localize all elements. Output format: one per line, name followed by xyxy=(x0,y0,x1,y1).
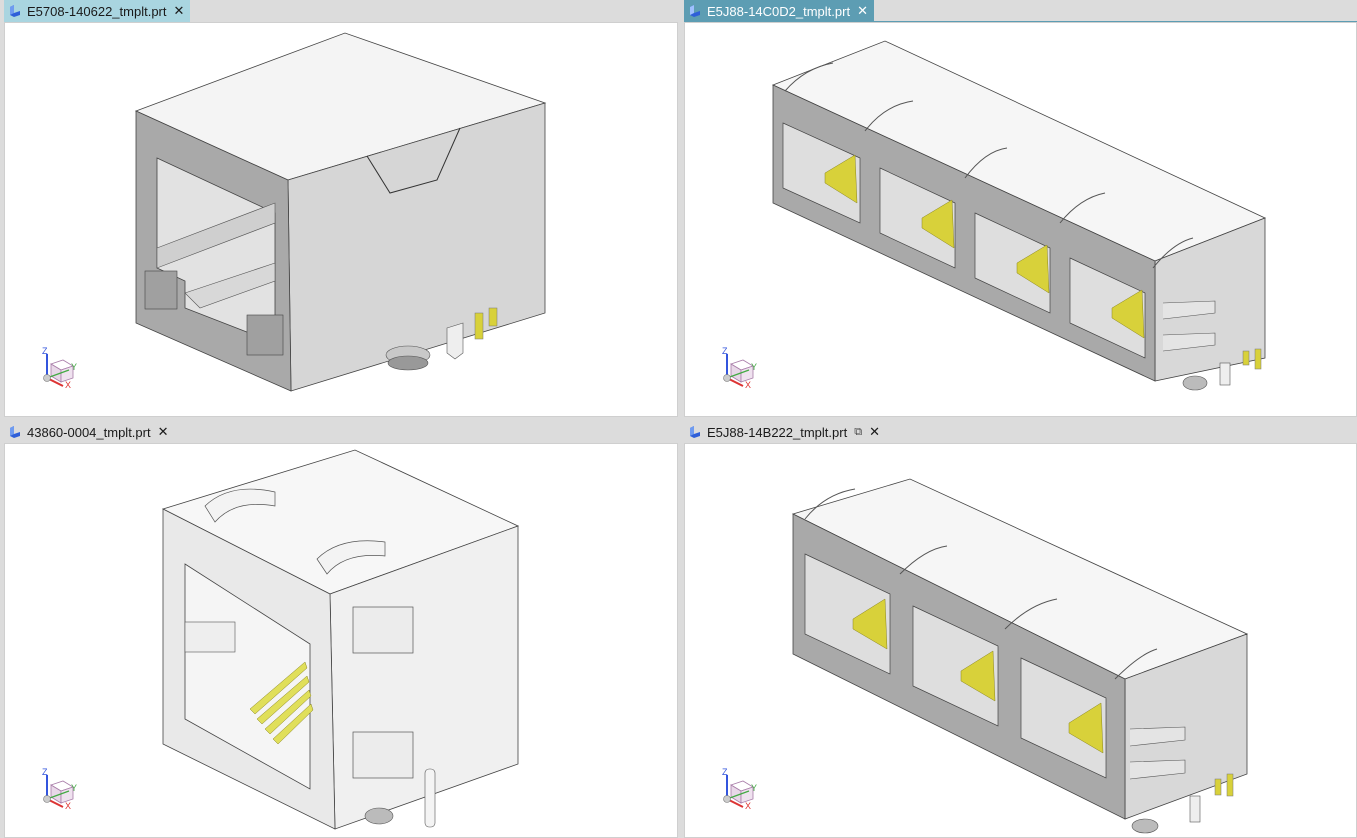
model-rj45-white[interactable] xyxy=(5,444,678,838)
svg-text:Z: Z xyxy=(42,767,48,777)
3d-viewport[interactable]: Z Y X xyxy=(684,443,1357,838)
3d-viewport[interactable]: Z Y X xyxy=(4,443,678,838)
svg-text:Y: Y xyxy=(751,362,757,372)
3d-viewport[interactable]: Z Y X xyxy=(4,22,678,417)
tab-title: 43860-0004_tmplt.prt xyxy=(27,424,151,440)
tab-e5j88-14c0d2[interactable]: E5J88-14C0D2_tmplt.prt ✕ xyxy=(684,0,874,22)
view-triad-icon[interactable]: Z Y X xyxy=(37,346,79,388)
close-icon[interactable]: ✕ xyxy=(857,3,868,18)
svg-text:Y: Y xyxy=(71,783,77,793)
svg-text:Z: Z xyxy=(42,346,48,356)
svg-text:Z: Z xyxy=(722,346,728,356)
svg-text:X: X xyxy=(65,801,71,809)
svg-text:X: X xyxy=(745,380,751,388)
part-file-icon xyxy=(10,5,20,17)
view-triad-icon[interactable]: Z Y X xyxy=(717,346,759,388)
view-triad-icon[interactable]: Z Y X xyxy=(37,767,79,809)
external-window-icon[interactable]: ⧉ xyxy=(854,425,863,438)
pane-top-right: E5J88-14C0D2_tmplt.prt ✕ xyxy=(680,0,1357,417)
tab-43860-0004[interactable]: 43860-0004_tmplt.prt ✕ xyxy=(4,421,175,443)
svg-text:X: X xyxy=(65,380,71,388)
tab-title: E5J88-14C0D2_tmplt.prt xyxy=(707,3,851,19)
model-rj45-3port[interactable] xyxy=(685,444,1357,838)
svg-text:X: X xyxy=(745,801,751,809)
pane-top-left: E5708-140622_tmplt.prt ✕ xyxy=(0,0,678,417)
tab-bar: E5708-140622_tmplt.prt ✕ xyxy=(0,0,678,22)
tab-bar: 43860-0004_tmplt.prt ✕ xyxy=(0,421,678,443)
close-icon[interactable]: ✕ xyxy=(869,424,880,439)
pane-bottom-left: 43860-0004_tmplt.prt ✕ xyxy=(0,421,678,838)
tab-title: E5J88-14B222_tmplt.prt xyxy=(707,424,848,440)
tab-title: E5708-140622_tmplt.prt xyxy=(27,3,167,19)
svg-text:Y: Y xyxy=(71,362,77,372)
part-file-icon xyxy=(690,5,700,17)
svg-text:Z: Z xyxy=(722,767,728,777)
tab-e5j88-14b222[interactable]: E5J88-14B222_tmplt.prt ⧉ ✕ xyxy=(684,421,886,443)
model-rj45-grey[interactable] xyxy=(5,23,678,417)
tab-bar: E5J88-14C0D2_tmplt.prt ✕ xyxy=(680,0,1357,23)
part-file-icon xyxy=(690,426,700,438)
3d-viewport[interactable]: Z Y X xyxy=(684,22,1357,417)
part-file-icon xyxy=(10,426,20,438)
svg-text:Y: Y xyxy=(751,783,757,793)
tab-e5708-140622[interactable]: E5708-140622_tmplt.prt ✕ xyxy=(4,0,191,22)
close-icon[interactable]: ✕ xyxy=(173,3,185,18)
close-icon[interactable]: ✕ xyxy=(157,424,169,439)
model-rj45-4port[interactable] xyxy=(685,23,1357,417)
tab-bar: E5J88-14B222_tmplt.prt ⧉ ✕ xyxy=(680,421,1357,443)
view-triad-icon[interactable]: Z Y X xyxy=(717,767,759,809)
pane-bottom-right: E5J88-14B222_tmplt.prt ⧉ ✕ xyxy=(680,421,1357,838)
